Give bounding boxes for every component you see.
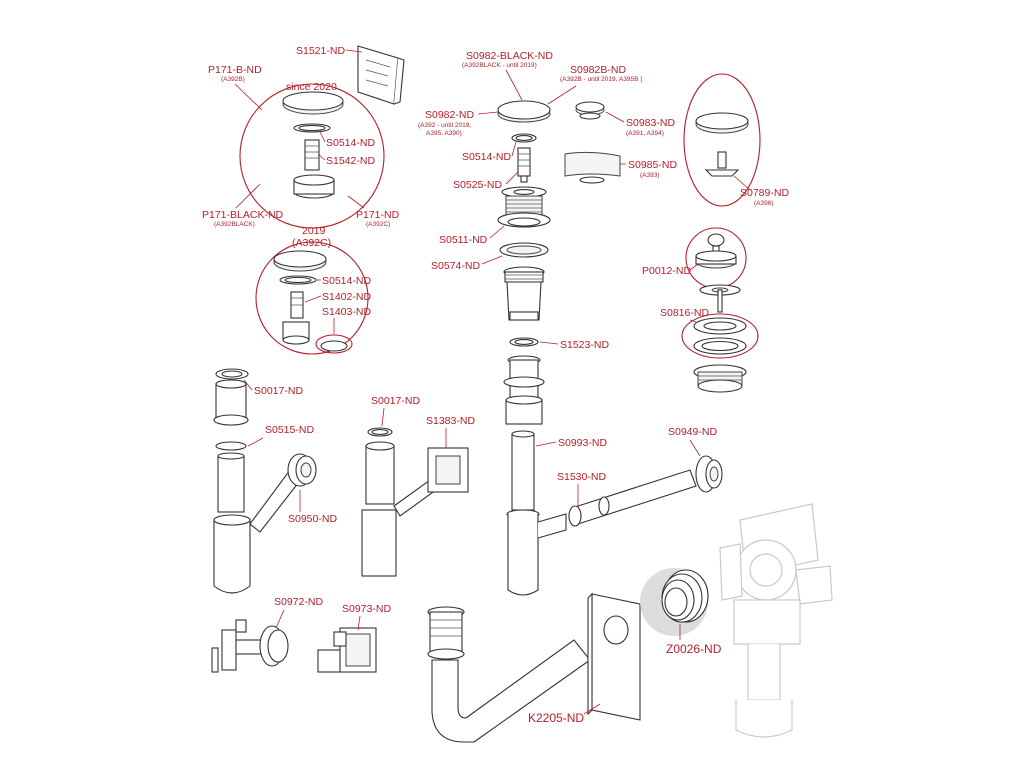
s0525-spindle (517, 147, 531, 183)
label-s0511: S0511-ND (439, 234, 488, 246)
label-s0525: S0525-ND (453, 179, 502, 191)
s0789-plug (695, 112, 749, 177)
s0816-washers (693, 317, 747, 355)
label-s0789: S0789-ND (740, 187, 789, 199)
label-s1383: S1383-ND (426, 415, 475, 427)
waste-tail-threaded (503, 266, 545, 321)
label-p171-sub: (A392C) (366, 221, 390, 228)
label-s0985: S0985-ND (628, 159, 677, 171)
label-s0982-black: S0982-BLACK-ND (466, 50, 553, 62)
label-s0973: S0973-ND (342, 603, 391, 615)
label-s0514-b: S0514-ND (322, 275, 371, 287)
s0950-wall-flange (287, 453, 317, 487)
label-s0017-b: S0017-ND (371, 395, 420, 407)
group-circle-p171 (239, 83, 385, 229)
label-s0514-a: S0514-ND (326, 137, 375, 149)
background-concealed-trap (719, 503, 833, 738)
k2205-wall-trap (427, 606, 591, 743)
s1530-extension-pipe (568, 469, 697, 527)
label-s0950: S0950-ND (288, 513, 337, 525)
s0574-nut (499, 242, 549, 258)
label-z0026: Z0026-ND (666, 642, 722, 656)
center-bottle-trap (503, 355, 567, 596)
label-s0514-c: S0514-ND (462, 151, 511, 163)
label-since-2020: since 2020 (286, 81, 337, 93)
s0511-waste-body (497, 186, 551, 228)
s0973-square-valve (317, 627, 377, 673)
label-s0515: S0515-ND (265, 424, 314, 436)
label-s1542: S1542-ND (326, 155, 375, 167)
s0816-screw-and-grid (699, 284, 741, 313)
label-a392c: (A392C) (292, 237, 331, 249)
s0816-waste-body (693, 364, 747, 393)
label-s1402: S1402-ND (322, 291, 371, 303)
s0982-plug-cap (497, 100, 551, 143)
s1523-washer (509, 337, 539, 347)
label-s1403: S1403-ND (322, 306, 371, 318)
label-s1530: S1530-ND (557, 471, 606, 483)
label-s0982b-sub: (A392B - until 2019, A395B ) (560, 76, 642, 83)
label-s0816: S0816-ND (660, 307, 709, 319)
group-circle-2019 (255, 241, 369, 355)
s0972-angle-valve (211, 619, 289, 673)
s0949-wall-flange (695, 455, 723, 493)
label-s0789-sub: (A396) (754, 200, 774, 207)
label-s0982-black-sub: (A392BLACK - until 2019) (462, 62, 537, 69)
z0026-seal (661, 569, 709, 623)
label-s0983: S0983-ND (626, 117, 675, 129)
label-p171-b: P171-B-ND (208, 64, 262, 76)
label-s0982-sub2: A395, A390) (426, 130, 462, 137)
s0983-plug-cap (575, 101, 605, 120)
label-k2205: K2205-ND (528, 711, 584, 725)
label-s0993: S0993-ND (558, 437, 607, 449)
group-circle-s0789 (683, 73, 761, 207)
label-s1521: S1521-ND (296, 45, 345, 57)
label-2019: 2019 (302, 225, 326, 237)
s0985-square-cap (564, 151, 621, 184)
label-p171: P171-ND (356, 209, 400, 221)
label-s1523: S1523-ND (560, 339, 609, 351)
left-bottle-trap (213, 368, 303, 594)
label-s0985-sub: (A393) (640, 172, 660, 179)
label-p171-b-sub: (A392B) (221, 76, 245, 83)
label-s0982b: S0982B-ND (570, 64, 626, 76)
label-s0972: S0972-ND (274, 596, 323, 608)
label-s0982: S0982-ND (425, 109, 474, 121)
p171-click-clack-plug (282, 91, 344, 199)
label-s0982-sub1: (A392 - until 2019, (418, 122, 471, 129)
label-s0949: S0949-ND (668, 426, 717, 438)
square-bottle-trap (361, 427, 469, 577)
label-p171-black: P171-BLACK-ND (202, 209, 284, 221)
p0012-stopper (695, 233, 737, 269)
s1521-hair-catcher (357, 45, 405, 105)
label-s0574: S0574-ND (431, 260, 480, 272)
label-p171-black-sub: (A392BLACK) (214, 221, 255, 228)
group-circle-s0816 (681, 313, 759, 359)
k2205-cover-plate (587, 592, 641, 721)
label-p0012: P0012-ND (642, 265, 691, 277)
label-s0983-sub: (A391, A394) (626, 130, 664, 137)
label-s0017-a: S0017-ND (254, 385, 303, 397)
